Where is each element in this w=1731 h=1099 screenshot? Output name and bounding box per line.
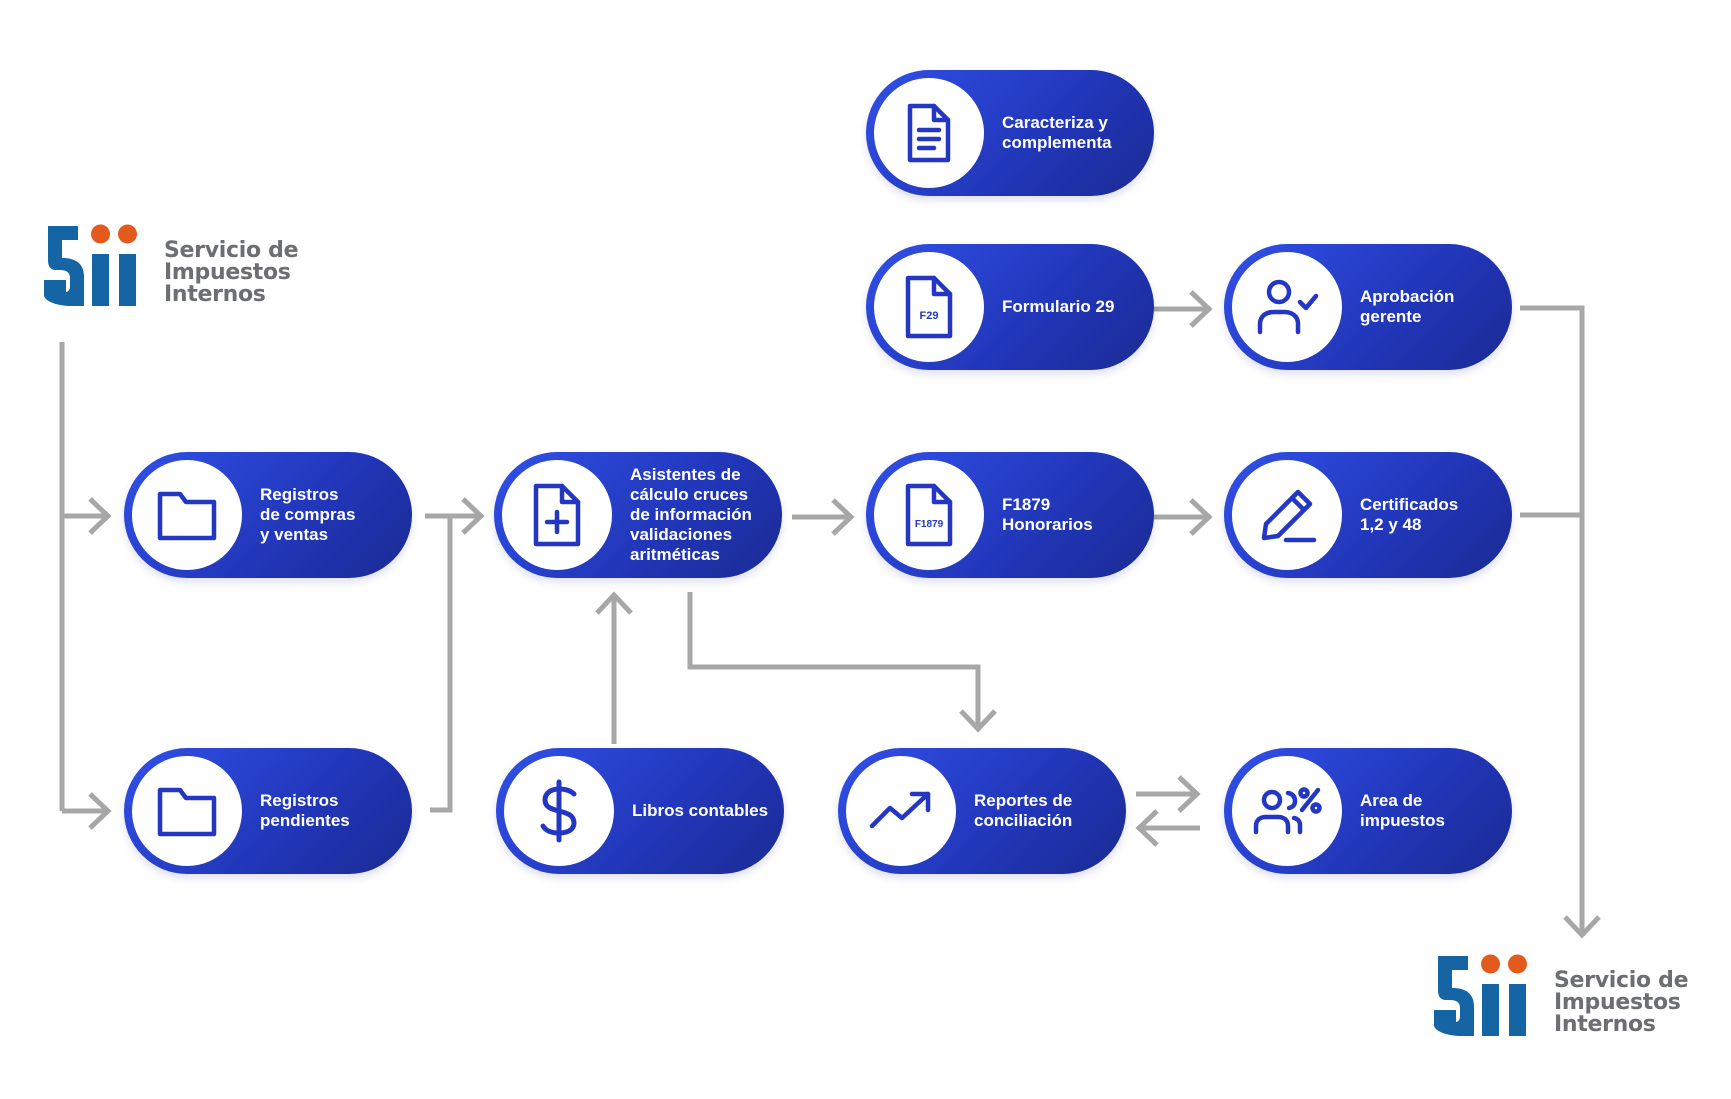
node-icon-circle (502, 460, 612, 570)
logo-text-line: Impuestos (1554, 990, 1681, 1015)
folder-icon (157, 787, 217, 837)
folder-icon (157, 491, 217, 541)
logo-text-line: Servicio de (1554, 968, 1689, 993)
logo-text-line: Impuestos (164, 260, 291, 285)
trend-up-icon (869, 791, 931, 829)
node-icon-circle (846, 756, 956, 866)
node-icon-circle (874, 78, 984, 188)
sii-logo: Servicio de Impuestos Internos (42, 220, 302, 320)
node-label: Caracteriza y complementa (1002, 113, 1112, 152)
arrowhead (831, 498, 855, 536)
logo-text-line: Servicio de (164, 238, 299, 263)
f1879-file-icon: F1879 (905, 483, 953, 547)
sii-logo: Servicio de Impuestos Internos (1432, 950, 1692, 1050)
node-label: Registros de compras y ventas (260, 485, 356, 544)
dollar-icon (540, 779, 577, 843)
node-icon-circle (132, 460, 242, 570)
f29-file-icon: F29 (905, 275, 953, 339)
file-plus-icon (533, 483, 581, 547)
arrowhead (1189, 498, 1213, 536)
arrowhead (1189, 290, 1213, 328)
node-caracteriza[interactable]: Caracteriza y complementa (866, 70, 1154, 196)
node-label: Aprobación gerente (1360, 287, 1455, 326)
node-registros-pendientes[interactable]: Registros pendientes (124, 748, 412, 874)
sii-logo-text: Servicio de Impuestos Internos (1554, 968, 1689, 1037)
connector-pendientes-merge (430, 516, 453, 813)
icon-text: F29 (920, 310, 939, 322)
node-label: F1879 Honorarios (1002, 495, 1093, 534)
node-f1879-honorarios[interactable]: F1879 F1879 Honorarios (866, 452, 1154, 578)
node-reportes-conciliacion[interactable]: Reportes de conciliación (838, 748, 1126, 874)
node-label: Asistentes de cálculo cruces de informac… (630, 465, 752, 564)
node-registros-compras-ventas[interactable]: Registros de compras y ventas (124, 452, 412, 578)
logo-text-line: Internos (164, 282, 266, 307)
logo-text-line: Internos (1554, 1012, 1656, 1037)
node-label: Certificados 1,2 y 48 (1360, 495, 1459, 534)
node-aprobacion-gerente[interactable]: Aprobación gerente (1224, 244, 1512, 370)
connector-aprobacion-out (1520, 305, 1585, 934)
document-icon (907, 103, 951, 163)
node-label: Formulario 29 (1002, 297, 1115, 316)
node-asistentes-calculo[interactable]: Asistentes de cálculo cruces de informac… (494, 452, 782, 578)
node-icon-circle: F1879 (874, 460, 984, 570)
node-icon-circle (504, 756, 614, 866)
node-label: Area de impuestos (1360, 791, 1446, 830)
pen-icon (1261, 489, 1317, 543)
sii-logo-mark (1434, 954, 1527, 1036)
connector-asistentes-to-reportes (687, 592, 981, 728)
arrowhead (595, 591, 633, 615)
node-label: Reportes de conciliación (974, 791, 1073, 830)
user-check-icon (1257, 279, 1319, 335)
users-percent-icon (1253, 787, 1322, 835)
sii-logo-text: Servicio de Impuestos Internos (164, 238, 299, 307)
arrowhead (959, 709, 997, 733)
node-icon-circle (132, 756, 242, 866)
arrowhead (88, 792, 112, 830)
node-icon-circle: F29 (874, 252, 984, 362)
arrowhead (1135, 809, 1159, 847)
node-certificados[interactable]: Certificados 1,2 y 48 (1224, 452, 1512, 578)
icon-text: F1879 (915, 519, 944, 530)
node-libros-contables[interactable]: Libros contables (496, 748, 784, 874)
sii-logo-mark (44, 224, 137, 306)
node-icon-circle (1232, 460, 1342, 570)
node-icon-circle (1232, 252, 1342, 362)
node-formulario-29[interactable]: F29 Formulario 29 (866, 244, 1154, 370)
arrowhead (1177, 775, 1201, 813)
node-label: Libros contables (632, 801, 769, 820)
arrowhead (461, 497, 485, 535)
arrowhead (1563, 915, 1601, 939)
node-label: Registros pendientes (260, 791, 350, 830)
node-area-impuestos[interactable]: Area de impuestos (1224, 748, 1512, 874)
arrowhead (88, 497, 112, 535)
node-icon-circle (1232, 756, 1342, 866)
